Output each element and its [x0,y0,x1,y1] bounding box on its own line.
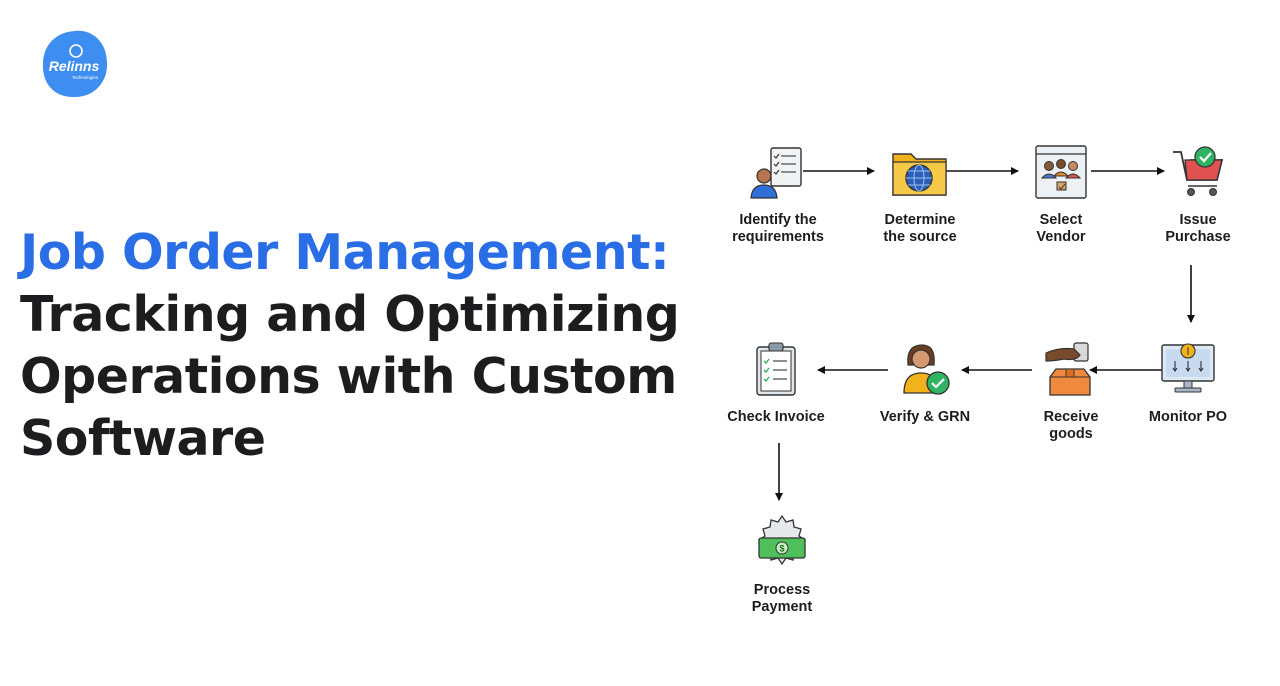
shopping-cart-check-icon [1167,142,1229,204]
step-label: Monitor PO [1148,409,1228,425]
person-checklist-icon [747,142,809,204]
clipboard-invoice-icon [745,339,807,401]
monitor-dashboard-icon [1157,339,1219,401]
step-label: Process Payment [751,582,813,615]
step-label: Verify & GRN [879,409,971,425]
step-label: Identify the requirements [732,212,824,245]
step-label: Receive goods [1043,409,1099,442]
relinns-logo: Relinns Technologies [41,29,109,99]
headline: Job Order Management: Tracking and Optim… [20,222,700,470]
hand-package-icon [1040,339,1102,401]
step-label: Select Vendor [1036,212,1086,245]
person-verified-icon [894,339,956,401]
step-receive-goods: Receive goods [1011,339,1131,443]
step-identify-requirements: Identify the requirements [718,142,838,246]
step-process-payment: $ Process Payment [722,512,842,616]
headline-line-4: Software [20,410,266,467]
step-monitor-po: Monitor PO [1128,339,1248,426]
step-label: Check Invoice [727,409,825,425]
logo-subtext: Technologies [72,75,99,80]
step-issue-purchase: Issue Purchase [1138,142,1258,246]
folder-globe-icon [889,142,951,204]
headline-line-2: Tracking and Optimizing [20,286,680,343]
step-label: Issue Purchase [1165,212,1231,245]
step-verify-grn: Verify & GRN [865,339,985,426]
step-label: Determine the source [883,212,957,245]
headline-line-1: Job Order Management: [20,224,670,281]
vendor-window-icon [1030,142,1092,204]
step-select-vendor: Select Vendor [1001,142,1121,246]
gear-money-icon: $ [751,512,813,574]
logo-wordmark: Relinns [49,58,100,74]
svg-text:$: $ [779,544,784,554]
step-determine-source: Determine the source [860,142,980,246]
step-check-invoice: Check Invoice [716,339,836,426]
headline-line-3: Operations with Custom [20,348,677,405]
